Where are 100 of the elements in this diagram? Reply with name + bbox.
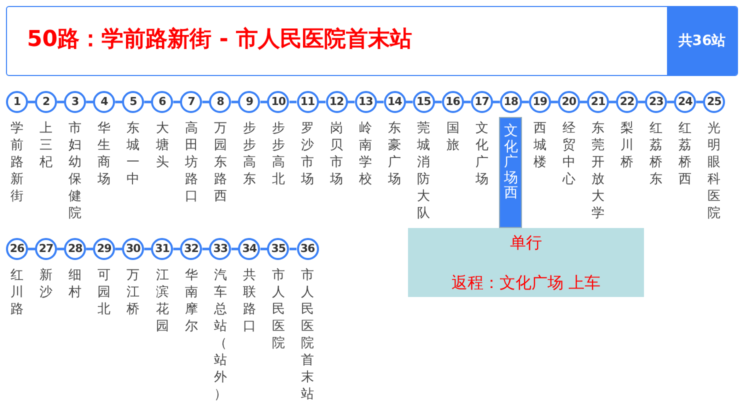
- route-line: [173, 248, 180, 250]
- route-line: [202, 248, 210, 250]
- route-line: [28, 248, 36, 250]
- route-line: [144, 100, 152, 104]
- route-line: [260, 100, 268, 104]
- stop-name: 文化广场: [474, 120, 489, 188]
- route-line: [144, 248, 152, 250]
- stop-marker: 6: [151, 91, 174, 113]
- stop-name: 东城一中: [126, 120, 140, 188]
- route-line: [86, 100, 94, 104]
- stop-marker: 3: [64, 91, 86, 113]
- stop-marker: 2: [35, 91, 58, 113]
- stop-marker: 1: [6, 91, 28, 113]
- stop-marker: 35: [267, 238, 290, 260]
- stop-name: 可园北: [97, 267, 112, 318]
- stop-marker: 22: [616, 91, 638, 113]
- stop-name: 东豪广场: [388, 120, 402, 188]
- note-heading: 单行: [509, 233, 543, 253]
- route-line: [348, 100, 355, 104]
- route-line: [173, 100, 180, 104]
- stop-name: 共联路口: [242, 267, 256, 335]
- route-line: [231, 248, 238, 250]
- stop-name: 罗沙市场: [300, 120, 314, 188]
- stop-marker: 27: [35, 238, 58, 260]
- route-line: [550, 100, 558, 104]
- stop-name: 江滨花园: [155, 267, 170, 335]
- route-line: [115, 100, 122, 104]
- stop-marker: 33: [209, 238, 232, 260]
- route-line: [492, 100, 500, 104]
- route-line: [318, 100, 326, 104]
- stop-name: 经贸中心: [562, 120, 576, 188]
- route-line: [57, 248, 64, 250]
- stop-marker: 31: [151, 238, 174, 260]
- stop-marker: 4: [93, 91, 116, 113]
- stop-marker: 7: [180, 91, 202, 113]
- stop-marker: 14: [384, 91, 406, 113]
- stop-name: 西城楼: [532, 120, 547, 171]
- stop-count-panel: 共36站: [667, 7, 737, 75]
- stop-name: 步步高北: [271, 120, 286, 188]
- stop-name: 上三杞: [39, 120, 54, 171]
- stop-marker: 18: [500, 91, 522, 113]
- stop-marker: 11: [296, 91, 318, 113]
- stop-marker: 29: [93, 238, 116, 260]
- route-line: [289, 248, 296, 250]
- stop-name: 岭南学校: [358, 120, 373, 188]
- stop-marker: 12: [326, 91, 348, 113]
- stop-marker: 9: [238, 91, 260, 113]
- stop-name: 高田坊路口: [184, 120, 198, 205]
- route-line: [57, 100, 64, 104]
- stop-name: 红川路: [10, 267, 24, 318]
- stop-name: 梨川桥: [620, 120, 634, 171]
- note-text: 返程：文化广场 上车: [450, 273, 602, 293]
- route-line: [260, 248, 268, 250]
- stop-marker: 13: [354, 91, 377, 113]
- stop-marker: 8: [209, 91, 232, 113]
- stop-name: 细村: [68, 267, 82, 301]
- stop-marker: 21: [587, 91, 609, 113]
- stop-marker: 32: [180, 238, 202, 260]
- route-line: [464, 100, 471, 104]
- stop-marker: 34: [238, 238, 260, 260]
- stop-marker: 36: [296, 238, 318, 260]
- stop-marker: 5: [122, 91, 144, 113]
- note-panel: [408, 228, 644, 297]
- stop-name: 市人民医院首末站: [300, 267, 314, 403]
- stop-marker: 24: [674, 91, 696, 113]
- stop-marker: 20: [558, 91, 580, 113]
- stop-name: 莞城消防大队: [416, 120, 431, 222]
- route-line: [609, 100, 616, 104]
- stop-marker: 25: [703, 91, 726, 113]
- stop-name: 光明眼科医院: [707, 120, 722, 222]
- stop-name: 大塘头: [155, 120, 170, 171]
- stop-name: 红荔桥东: [649, 120, 664, 188]
- route-line: [522, 100, 529, 104]
- stop-marker: 30: [122, 238, 144, 260]
- stop-name: 岗贝市场: [330, 120, 344, 188]
- stop-name: 华生商场: [97, 120, 112, 188]
- route-title: 50路：学前路新街 - 市人民医院首末站: [27, 27, 412, 53]
- route-line: [28, 100, 36, 104]
- stop-marker: 15: [412, 91, 435, 113]
- stop-name: 东莞开放大学: [591, 120, 605, 222]
- route-line: [289, 100, 296, 104]
- route-line: [406, 100, 413, 104]
- stop-name: 步步高东: [242, 120, 256, 188]
- route-line: [86, 248, 94, 250]
- route-line: [638, 100, 646, 104]
- route-line: [580, 100, 587, 104]
- stop-name: 市人民医院: [271, 267, 286, 352]
- stop-marker: 26: [6, 238, 28, 260]
- route-line: [696, 100, 704, 104]
- stop-marker: 17: [470, 91, 493, 113]
- stop-name: 红荔桥西: [678, 120, 692, 188]
- route-line: [231, 100, 238, 104]
- route-line: [434, 100, 442, 104]
- stop-marker: 19: [528, 91, 551, 113]
- route-line: [376, 100, 384, 104]
- stop-name: 市妇幼保健院: [68, 120, 82, 222]
- highlighted-stop-name: 文化广场西: [499, 117, 522, 228]
- stop-marker: 23: [645, 91, 668, 113]
- stop-name: 万江桥: [126, 267, 140, 318]
- stop-name: 华南摩尔: [184, 267, 198, 335]
